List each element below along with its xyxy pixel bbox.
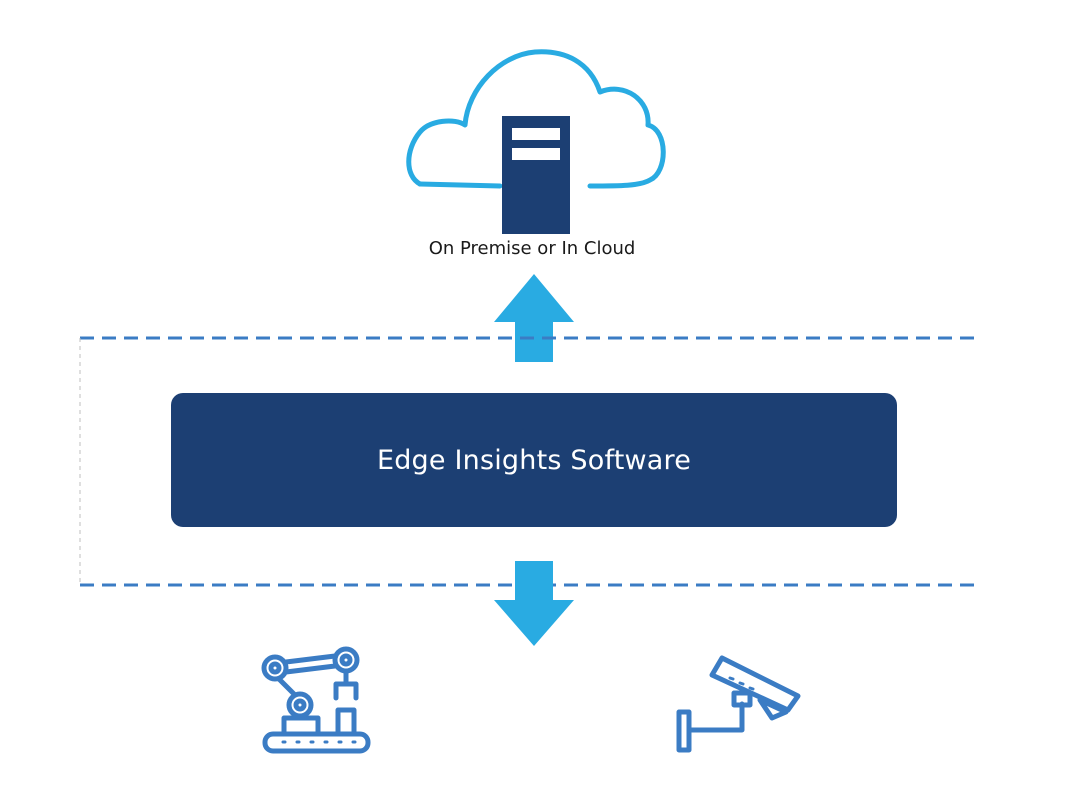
cloud-icon xyxy=(406,49,666,189)
down-arrow-icon xyxy=(494,561,574,646)
up-arrow-icon xyxy=(494,274,574,362)
edge-insights-label: Edge Insights Software xyxy=(376,444,692,476)
edge-insights-box: Edge Insights Software xyxy=(171,393,897,527)
security-camera-icon xyxy=(676,655,801,753)
edge-box-bg xyxy=(171,393,897,527)
cloud-caption: On Premise or In Cloud xyxy=(428,238,636,259)
robot-arm-icon xyxy=(261,646,371,754)
server-icon xyxy=(502,116,570,234)
